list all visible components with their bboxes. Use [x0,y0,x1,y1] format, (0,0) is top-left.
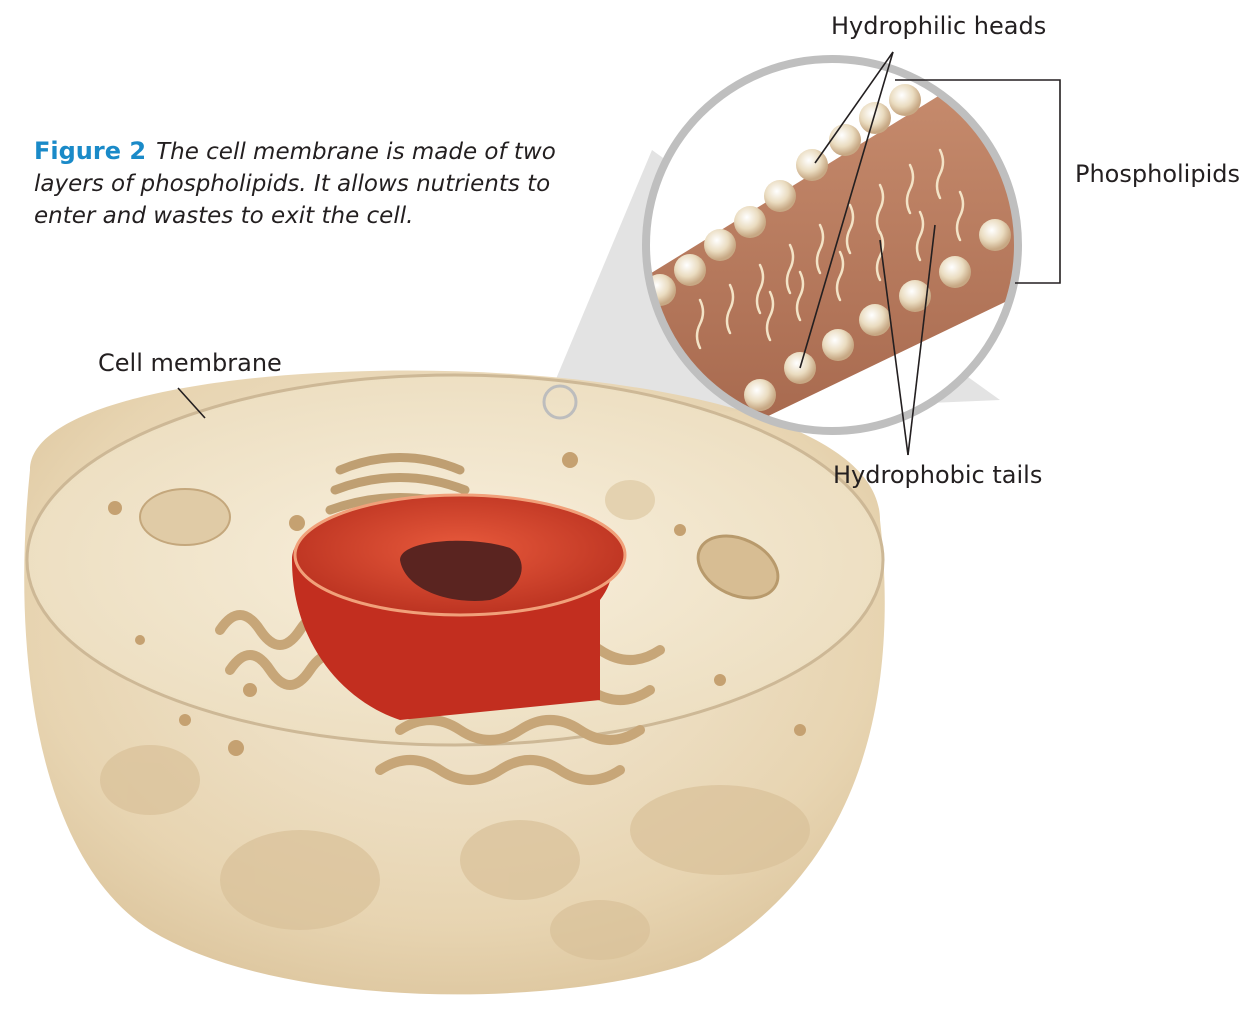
label-phospholipids: Phospholipids [1075,160,1240,188]
label-hydrophobic-tails: Hydrophobic tails [833,461,1042,489]
magnified-bilayer [640,59,1030,431]
figure-number: Figure 2 [34,137,146,165]
label-hydrophilic-heads: Hydrophilic heads [831,12,1046,40]
label-cell-membrane: Cell membrane [98,349,282,377]
